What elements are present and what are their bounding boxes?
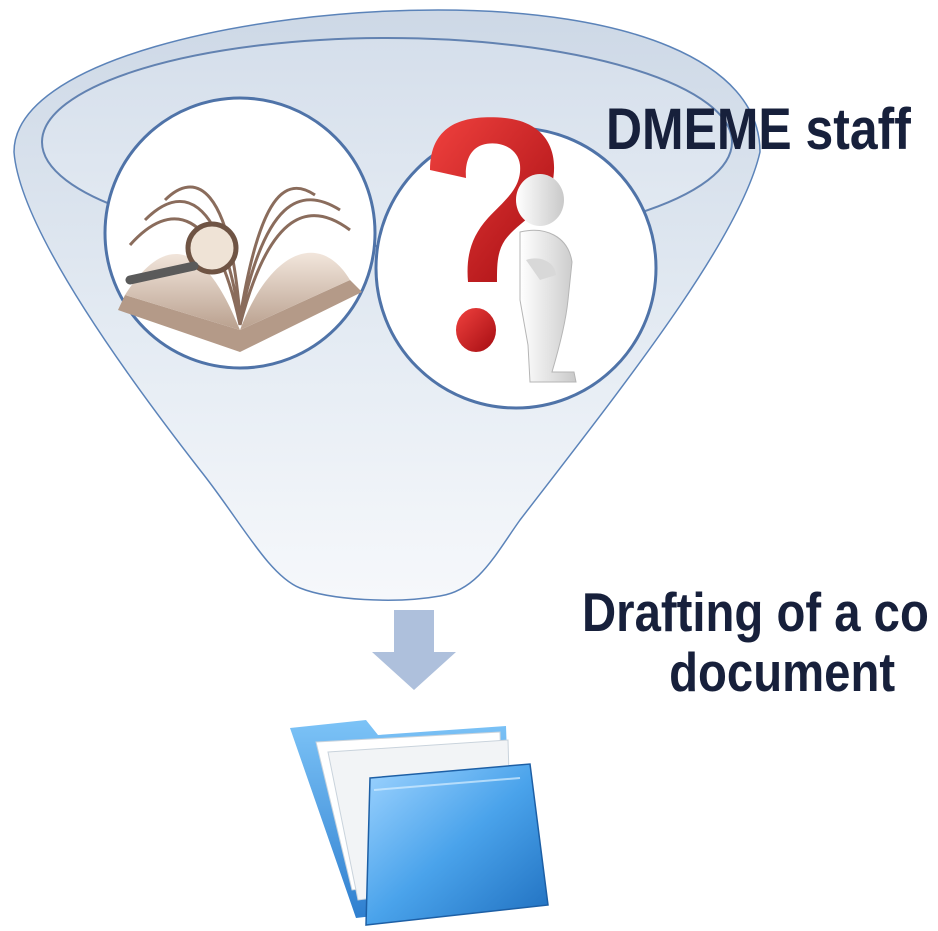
drafting-label-line-2: document — [669, 641, 896, 703]
folder-with-documents-icon — [290, 720, 549, 926]
drafting-label-line-1: Drafting of a co — [582, 581, 929, 643]
drafting-label: Drafting of a co document — [582, 582, 929, 702]
down-arrow — [372, 610, 456, 690]
book-circle — [103, 96, 377, 370]
staff-label: DMEME staff — [606, 97, 911, 162]
question-circle — [374, 117, 658, 410]
open-book-with-magnifier-icon — [118, 185, 362, 352]
thinking-figure-with-question-mark-icon — [430, 117, 577, 383]
